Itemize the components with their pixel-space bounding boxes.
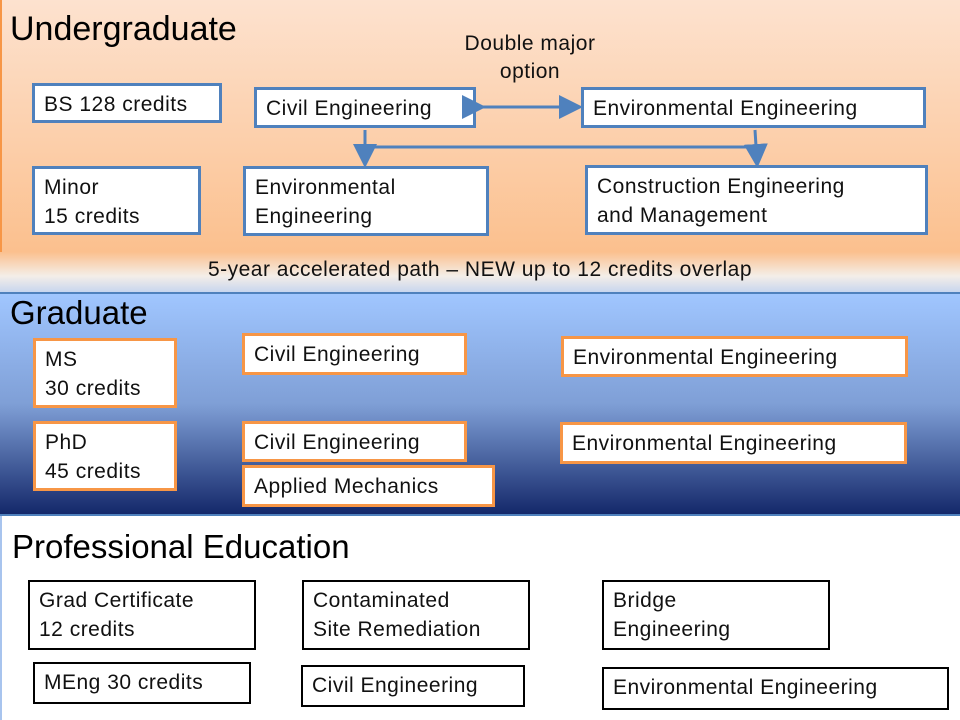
ms-box: MS 30 credits	[33, 338, 177, 408]
minor-credits: 15 credits	[44, 205, 141, 228]
env-line2: Engineering	[255, 205, 373, 228]
bridge-line1: Bridge	[613, 589, 677, 612]
accelerated-path-text: 5-year accelerated path – NEW up to 12 c…	[207, 258, 753, 281]
ms-label: MS	[45, 348, 78, 371]
minor-label: Minor	[44, 176, 100, 199]
graduate-title: Graduate	[10, 294, 148, 331]
bs-credits-box: BS 128 credits	[32, 83, 222, 123]
csr-line2: Site Remediation	[313, 618, 481, 641]
minor-box: Minor 15 credits	[32, 166, 201, 235]
professional-title: Professional Education	[12, 528, 350, 565]
phd-box: PhD 45 credits	[33, 421, 177, 491]
cem-line2: and Management	[597, 204, 768, 227]
ms-environmental-engineering-box: Environmental Engineering	[561, 336, 908, 377]
ms-credits: 30 credits	[45, 377, 142, 400]
env-line1: Environmental	[255, 176, 396, 199]
phd-credits: 45 credits	[45, 460, 142, 483]
undergraduate-title: Undergraduate	[10, 10, 237, 48]
ug-civil-engineering-box: Civil Engineering	[254, 87, 476, 128]
cert-label: Grad Certificate	[39, 589, 195, 612]
phd-environmental-engineering-box: Environmental Engineering	[560, 422, 907, 464]
phd-civil-engineering-box: Civil Engineering	[242, 421, 467, 462]
accelerated-path-band	[0, 252, 960, 292]
phd-label: PhD	[45, 431, 88, 454]
prof-environmental-engineering-box: Environmental Engineering	[602, 667, 949, 710]
cert-credits: 12 credits	[39, 618, 136, 641]
ms-civil-engineering-box: Civil Engineering	[242, 333, 467, 375]
double-major-note: Double major option	[464, 32, 596, 83]
cem-line1: Construction Engineering	[597, 175, 845, 198]
applied-mechanics-box: Applied Mechanics	[242, 465, 495, 507]
ug-environmental-engineering-box: Environmental Engineering	[581, 87, 926, 128]
csr-line1: Contaminated	[313, 589, 450, 612]
grad-certificate-box: Grad Certificate 12 credits	[28, 580, 256, 650]
prof-civil-engineering-box: Civil Engineering	[301, 665, 525, 707]
bridge-line2: Engineering	[613, 618, 731, 641]
meng-box: MEng 30 credits	[33, 662, 251, 704]
